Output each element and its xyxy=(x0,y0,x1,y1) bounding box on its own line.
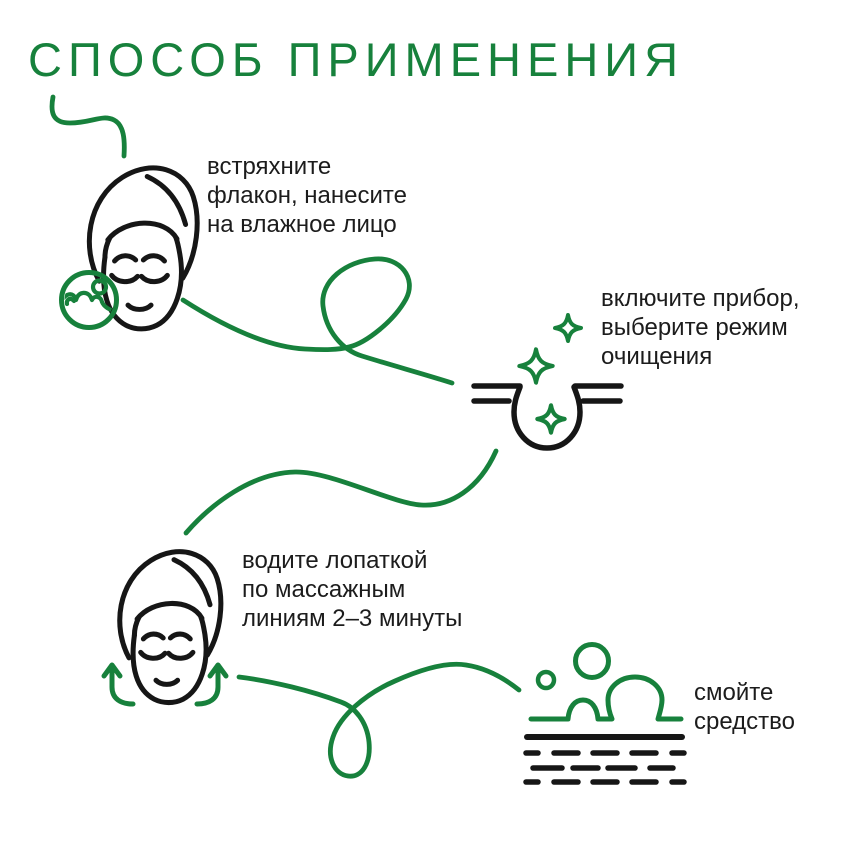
step2-pore-icon xyxy=(471,383,624,451)
step4-text: смойте средство xyxy=(694,678,795,736)
page-title: СПОСОБ ПРИМЕНЕНИЯ xyxy=(28,33,685,86)
massage-arrow-right-icon xyxy=(194,666,221,707)
step1-text: встряхните флакон, нанесите на влажное л… xyxy=(207,152,407,239)
step1-line-2: флакон, нанесите xyxy=(207,182,407,209)
step2-line-1: включите прибор, xyxy=(601,285,800,312)
step1-line-1: встряхните xyxy=(207,153,332,180)
step3-text: водите лопаткой по массажным линиям 2–3 … xyxy=(242,546,462,633)
step1-line-3: на влажное лицо xyxy=(207,211,397,238)
foam-drop-icon xyxy=(59,270,119,330)
step3-line-1: водите лопаткой xyxy=(242,547,428,574)
step4-rinse-icon xyxy=(523,642,687,785)
step2-line-2: выберите режим xyxy=(601,314,788,341)
connector-step2-step3 xyxy=(183,448,499,536)
step4-line-2: средство xyxy=(694,708,795,735)
water-bubbles-icon xyxy=(528,642,684,722)
connector-step1-step2 xyxy=(180,256,455,386)
water-surface-lines xyxy=(523,734,687,785)
massage-arrow-left-icon xyxy=(109,666,136,707)
step3-line-2: по массажным xyxy=(242,576,406,603)
title-squiggle-line xyxy=(49,94,127,159)
step4-line-1: смойте xyxy=(694,679,774,706)
connector-step3-step4 xyxy=(236,661,522,779)
sparkles-icon xyxy=(519,313,583,433)
step2-line-3: очищения xyxy=(601,343,713,370)
massage-arrows-icon xyxy=(101,662,229,707)
step3-line-3: линиям 2–3 минуты xyxy=(242,605,463,632)
step3-face-with-towel-icon xyxy=(120,552,221,703)
step2-text: включите прибор, выберите режим очищения xyxy=(601,284,800,371)
